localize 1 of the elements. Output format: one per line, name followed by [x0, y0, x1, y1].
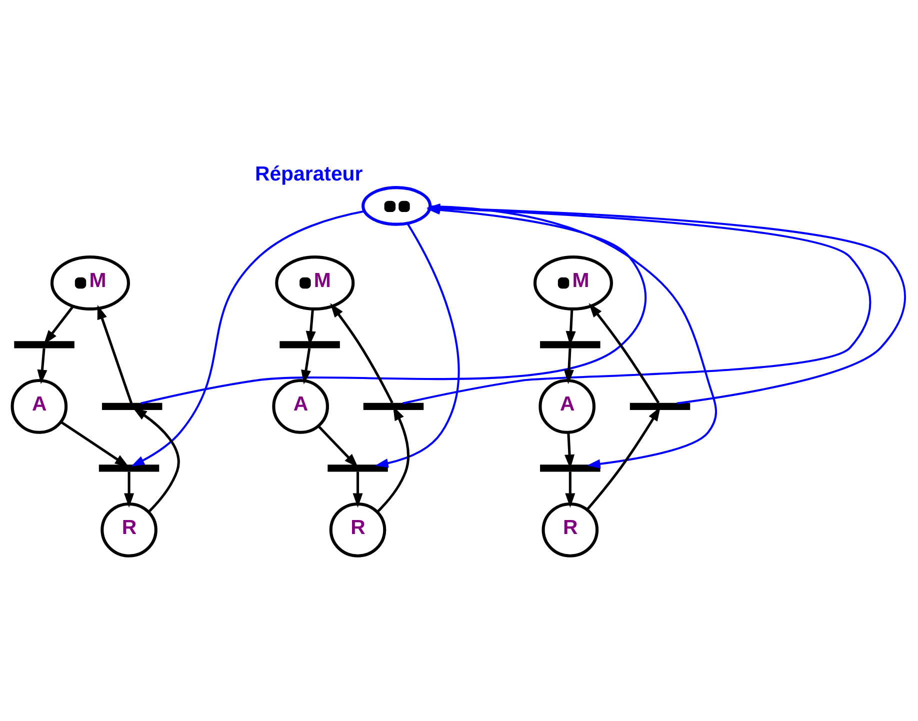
- node-label: Réparateur: [254, 163, 363, 186]
